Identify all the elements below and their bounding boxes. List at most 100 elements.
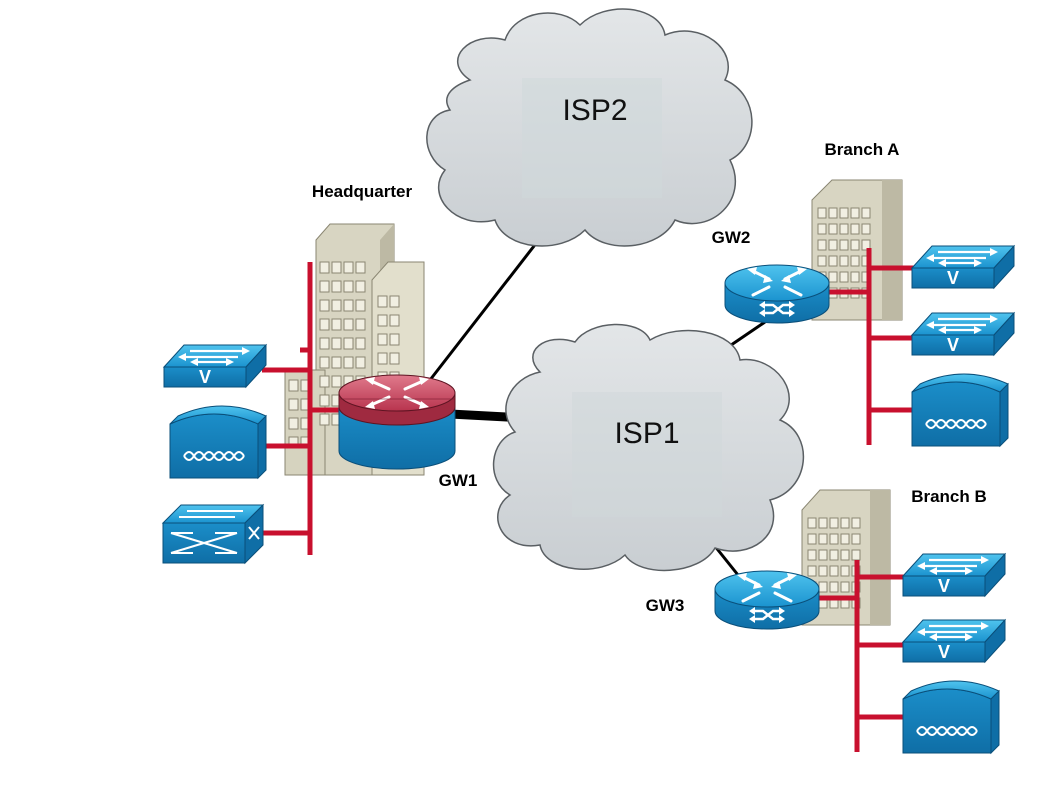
building-window (319, 280, 330, 293)
building-window (839, 255, 849, 267)
hq-multilayer-switch (162, 504, 264, 564)
building-window (319, 356, 330, 369)
building-window (343, 280, 354, 293)
building-window (828, 207, 838, 219)
building-window (861, 207, 871, 219)
building-window (817, 207, 827, 219)
building-window (377, 333, 388, 346)
building-window (840, 533, 850, 545)
isp2-label: ISP2 (562, 94, 627, 127)
building-window (850, 207, 860, 219)
building-window (818, 517, 828, 529)
building-window (377, 352, 388, 365)
building-window (355, 261, 366, 274)
building-window (839, 223, 849, 235)
building-window (850, 223, 860, 235)
link-gw1-isp2 (428, 227, 550, 381)
building-window (319, 318, 330, 331)
branch-b-label: Branch B (911, 487, 987, 506)
building-window (817, 239, 827, 251)
building-window (861, 223, 871, 235)
firewall-router-icon (338, 374, 456, 470)
branch-a-lan-bus (828, 248, 915, 445)
building-window (817, 223, 827, 235)
building-window (331, 318, 342, 331)
building-window (343, 261, 354, 274)
gw1-firewall-router (338, 374, 456, 470)
building-window (829, 517, 839, 529)
building-window (839, 207, 849, 219)
isp2-cloud: ISP2 (426, 8, 753, 247)
building-window (828, 271, 838, 283)
building-window (319, 337, 330, 350)
building-window (861, 239, 871, 251)
building-window (807, 517, 817, 529)
branch-b-lan-bus (818, 560, 905, 752)
building-window (389, 352, 400, 365)
building-window (389, 333, 400, 346)
headquarter-label: Headquarter (312, 182, 413, 201)
building-window (840, 565, 850, 577)
building-window (355, 356, 366, 369)
building-window (377, 314, 388, 327)
building-window (829, 549, 839, 561)
building-window (355, 318, 366, 331)
building-window (331, 337, 342, 350)
building-window (331, 356, 342, 369)
branch-b-optical-device (902, 680, 1000, 754)
building-window (343, 299, 354, 312)
gw2-label: GW2 (712, 228, 751, 247)
building-window (839, 239, 849, 251)
building-window (829, 565, 839, 577)
building-window (839, 271, 849, 283)
building-window (807, 565, 817, 577)
branch-a-label: Branch A (825, 140, 900, 159)
switch-icon (901, 552, 1007, 598)
branch-b-switch-2 (901, 618, 1007, 664)
building-window (818, 581, 828, 593)
building-window (319, 299, 330, 312)
isp1-label: ISP1 (614, 417, 679, 450)
building-window (331, 261, 342, 274)
building-window (288, 398, 299, 411)
building-window (343, 318, 354, 331)
building-window (829, 581, 839, 593)
optical-device-icon (911, 373, 1009, 447)
hq-optical-device (169, 405, 267, 479)
building-window (343, 356, 354, 369)
building-window (355, 280, 366, 293)
building-window (851, 533, 861, 545)
building-window (343, 337, 354, 350)
switch-icon (910, 311, 1016, 357)
building-window (389, 295, 400, 308)
switch-icon (901, 618, 1007, 664)
building-window (288, 417, 299, 430)
building-window (319, 394, 330, 407)
hq-switch (162, 343, 268, 389)
building-icon (811, 179, 903, 321)
building-window (850, 255, 860, 267)
building-window (319, 413, 330, 426)
branch-a-building (811, 179, 903, 321)
gw3-label: GW3 (646, 596, 685, 615)
optical-device-icon (169, 405, 267, 479)
building-window (355, 337, 366, 350)
building-window (840, 549, 850, 561)
building-window (828, 239, 838, 251)
isp1-cloud: ISP1 (493, 323, 805, 572)
building-window (377, 295, 388, 308)
branch-a-optical-device (911, 373, 1009, 447)
building-window (331, 299, 342, 312)
building-window (807, 533, 817, 545)
building-window (319, 375, 330, 388)
gw1-label: GW1 (439, 471, 478, 490)
multilayer-switch-icon (162, 504, 264, 564)
building-window (818, 565, 828, 577)
optical-device-icon (902, 680, 1000, 754)
building-window (818, 549, 828, 561)
building-window (331, 375, 342, 388)
switch-icon (910, 244, 1016, 290)
building-window (851, 517, 861, 529)
building-window (331, 280, 342, 293)
